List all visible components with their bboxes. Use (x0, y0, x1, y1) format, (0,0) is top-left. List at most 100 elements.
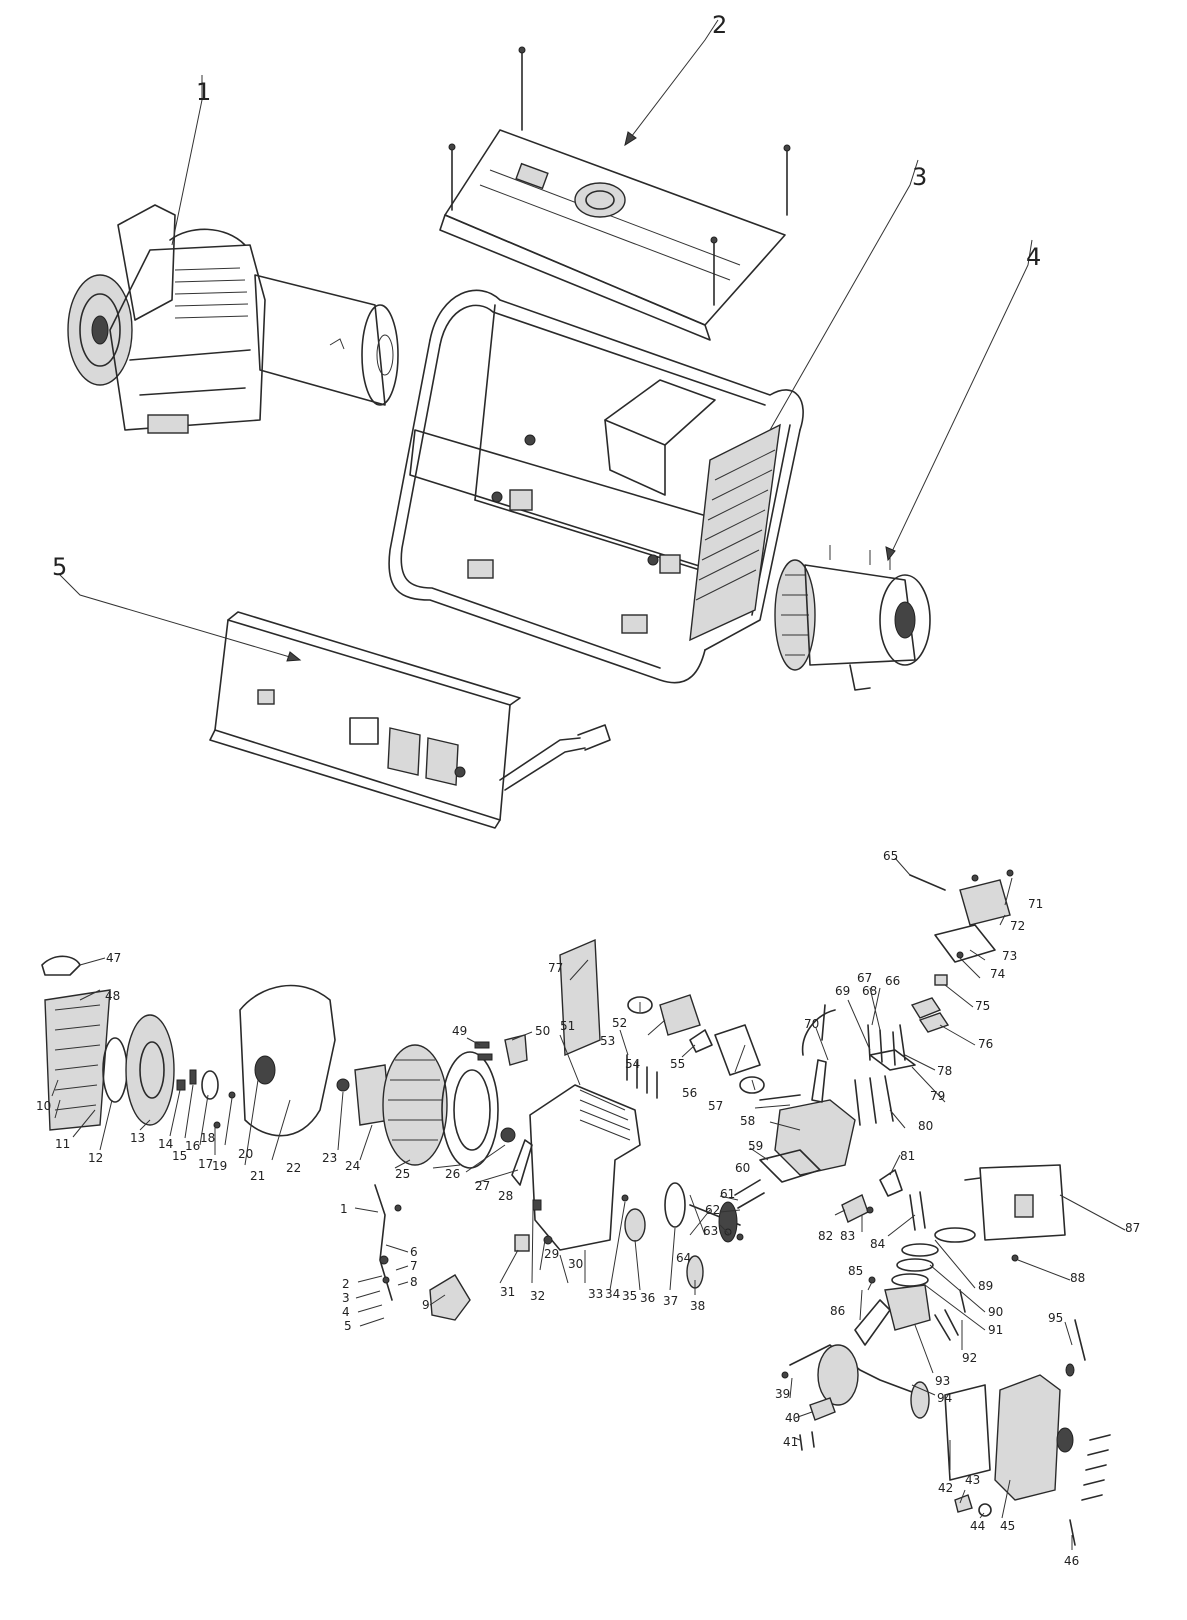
part-4: 4 (342, 1305, 350, 1319)
part-1: 1 (340, 1202, 348, 1216)
part-56: 56 (682, 1086, 697, 1100)
part-74: 74 (990, 967, 1005, 981)
part-30: 30 (568, 1257, 583, 1271)
assembly-label-4: 4 (1026, 243, 1041, 271)
part-3: 3 (342, 1291, 350, 1305)
part-44: 44 (970, 1519, 985, 1533)
part-78: 78 (937, 1064, 952, 1078)
part-95: 95 (1048, 1311, 1063, 1325)
part-9: 9 (422, 1298, 430, 1312)
frame-drawing (388, 289, 804, 684)
part-42: 42 (938, 1481, 953, 1495)
part-50: 50 (535, 1024, 550, 1038)
part-87: 87 (1125, 1221, 1140, 1235)
part-90: 90 (988, 1305, 1003, 1319)
part-65: 65 (883, 849, 898, 863)
part-6: 6 (410, 1245, 418, 1259)
part-91: 91 (988, 1323, 1003, 1337)
part-13: 13 (130, 1131, 145, 1145)
part-63: 63 (703, 1224, 718, 1238)
part-54: 54 (625, 1057, 640, 1071)
part-57: 57 (708, 1099, 723, 1113)
control-panel-drawing (209, 611, 611, 829)
part-46: 46 (1064, 1554, 1079, 1568)
part-36: 36 (640, 1291, 655, 1305)
part-48: 48 (105, 989, 120, 1003)
part-15: 15 (172, 1149, 187, 1163)
part-70: 70 (804, 1017, 819, 1031)
part-94: 94 (937, 1391, 952, 1405)
part-26: 26 (445, 1167, 460, 1181)
part-10: 10 (36, 1099, 51, 1113)
part-72: 72 (1010, 919, 1025, 933)
part-39: 39 (775, 1387, 790, 1401)
assembly-label-1: 1 (196, 78, 211, 106)
part-45: 45 (1000, 1519, 1015, 1533)
part-40: 40 (785, 1411, 800, 1425)
part-77: 77 (548, 961, 563, 975)
part-7: 7 (410, 1259, 418, 1273)
part-80: 80 (918, 1119, 933, 1133)
part-49: 49 (452, 1024, 467, 1038)
part-52: 52 (612, 1016, 627, 1030)
part-18: 18 (200, 1131, 215, 1145)
engine-exploded-drawing (41, 869, 1111, 1546)
part-17: 17 (198, 1157, 213, 1171)
part-29: 29 (544, 1247, 559, 1261)
part-43: 43 (965, 1473, 980, 1487)
part-79: 79 (930, 1089, 945, 1103)
part-22: 22 (286, 1161, 301, 1175)
part-5: 5 (344, 1319, 352, 1333)
part-67: 67 (857, 971, 872, 985)
part-38: 38 (690, 1299, 705, 1313)
part-20: 20 (238, 1147, 253, 1161)
part-23: 23 (322, 1151, 337, 1165)
assembly-leaders (59, 19, 1033, 662)
part-92: 92 (962, 1351, 977, 1365)
part-25: 25 (395, 1167, 410, 1181)
part-35: 35 (622, 1289, 637, 1303)
part-12: 12 (88, 1151, 103, 1165)
part-82: 82 (818, 1229, 833, 1243)
part-88: 88 (1070, 1271, 1085, 1285)
part-68: 68 (862, 984, 877, 998)
part-89: 89 (978, 1279, 993, 1293)
part-75: 75 (975, 999, 990, 1013)
part-73: 73 (1002, 949, 1017, 963)
part-76: 76 (978, 1037, 993, 1051)
part-71: 71 (1028, 897, 1043, 911)
part-14: 14 (158, 1137, 173, 1151)
part-53: 53 (600, 1034, 615, 1048)
assembly-label-5: 5 (52, 553, 67, 581)
part-55: 55 (670, 1057, 685, 1071)
part-64: 64 (676, 1251, 691, 1265)
part-69: 69 (835, 984, 850, 998)
part-51: 51 (560, 1019, 575, 1033)
assembly-label-2: 2 (712, 11, 727, 39)
part-85: 85 (848, 1264, 863, 1278)
part-62: 62 (705, 1203, 720, 1217)
assembly-labels: 1 2 3 4 5 (52, 11, 1041, 581)
part-2: 2 (342, 1277, 350, 1291)
part-33: 33 (588, 1287, 603, 1301)
part-32: 32 (530, 1289, 545, 1303)
part-60: 60 (735, 1161, 750, 1175)
part-16: 16 (185, 1139, 200, 1153)
assembly-label-3: 3 (912, 163, 927, 191)
engine-assembly-drawing (67, 204, 399, 434)
part-19: 19 (212, 1159, 227, 1173)
part-callouts: 1 2 3 4 5 6 7 8 9 10 11 12 13 14 15 16 1… (36, 849, 1140, 1568)
part-27: 27 (475, 1179, 490, 1193)
part-34: 34 (605, 1287, 620, 1301)
part-28: 28 (498, 1189, 513, 1203)
part-8: 8 (410, 1275, 418, 1289)
part-84: 84 (870, 1237, 885, 1251)
part-31: 31 (500, 1285, 515, 1299)
part-37: 37 (663, 1294, 678, 1308)
part-11: 11 (55, 1137, 70, 1151)
part-61: 61 (720, 1187, 735, 1201)
part-24: 24 (345, 1159, 360, 1173)
part-83: 83 (840, 1229, 855, 1243)
part-47: 47 (106, 951, 121, 965)
